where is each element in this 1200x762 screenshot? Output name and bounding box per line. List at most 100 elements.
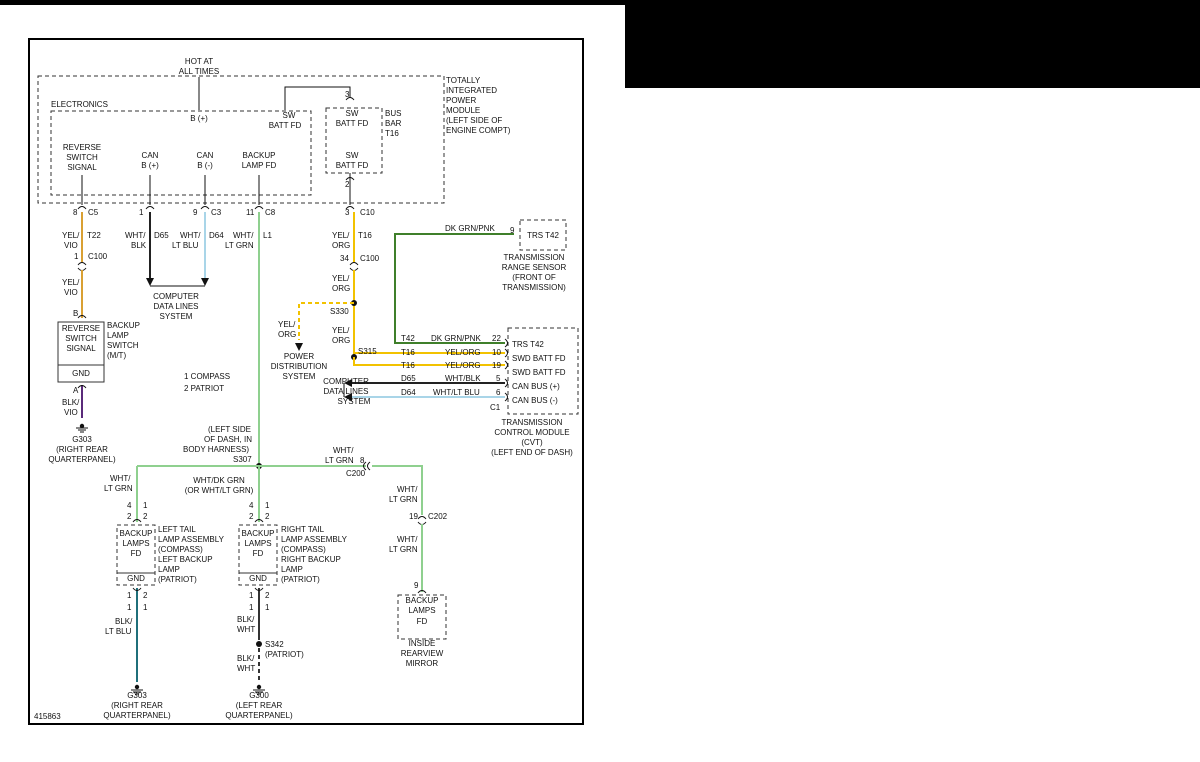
text-batt-fd: BATT FD [269, 121, 302, 130]
text-g303a2: QUARTERPANEL) [48, 455, 116, 464]
bus-bar-box [325, 107, 383, 174]
text-yelorg4-2: ORG [332, 336, 350, 345]
text-whtltgrn-m2: LT GRN [389, 495, 418, 504]
text-yelorg1: YEL/ [332, 231, 350, 240]
text-c10-pin: 3 [345, 208, 350, 217]
text-rev2: SWITCH [66, 153, 98, 162]
text-bus1: BUS [385, 109, 401, 118]
text-whtltgrn-r2: LT GRN [325, 456, 354, 465]
connector-c100-right [349, 262, 359, 271]
text-g300-1: (LEFT REAR [236, 701, 283, 710]
text-g303b: G303 [127, 691, 147, 700]
text-yelvio2: VIO [64, 241, 78, 250]
text-whtdkgrn1: WHT/DK GRN [193, 476, 245, 485]
ground-symbol-g303b [131, 689, 143, 695]
ground-dot [79, 423, 85, 429]
text-row5-pin: 6 [496, 388, 501, 397]
text-yelvio2-2: VIO [64, 288, 78, 297]
text-pin3-top: 3 [345, 90, 350, 99]
ground-symbol-g300 [253, 689, 265, 695]
text-c5: C5 [88, 208, 99, 217]
text-blkltblu1: BLK/ [115, 617, 133, 626]
text-rl-g1b: 1 [249, 603, 254, 612]
text-ll-p1: 1 [143, 501, 148, 510]
text-yelorg2-1: YEL/ [332, 274, 350, 283]
text-whtltgrn-l2: LT GRN [104, 484, 133, 493]
text-pin2-bus: 2 [345, 180, 350, 189]
text-mir-pin: 9 [414, 581, 419, 590]
text-s307: S307 [233, 455, 252, 464]
text-tcm1: TRANSMISSION [502, 418, 563, 427]
ground-dot [256, 684, 262, 690]
text-yelorg3-1: YEL/ [278, 320, 296, 329]
text-cdl1: COMPUTER [153, 292, 199, 301]
connector-c200 [363, 461, 371, 471]
wire-to-pds [298, 302, 354, 340]
text-c200: C200 [346, 469, 366, 478]
text-rla3: (COMPASS) [281, 545, 326, 554]
connector-mark [132, 519, 142, 523]
text-bls2: SWITCH [65, 334, 97, 343]
text-row5-color: WHT/LT BLU [433, 388, 480, 397]
text-yelvio2-1: YEL/ [62, 278, 80, 287]
text-trs2: RANGE SENSOR [502, 263, 567, 272]
text-ll-g2a: 2 [143, 591, 148, 600]
text-g303b1: (RIGHT REAR [111, 701, 163, 710]
text-whtltgrn-m1: WHT/ [397, 485, 418, 494]
text-rl-g2a: 2 [265, 591, 270, 600]
text-bus-sw2: SW [346, 151, 359, 160]
text-c8-pin: 11 [246, 208, 255, 217]
text-canm1: CAN [197, 151, 214, 160]
text-whtblk1: WHT/ [125, 231, 146, 240]
text-row4-pin: 5 [496, 374, 501, 383]
text-bus3: T16 [385, 129, 399, 138]
text-row5-name: CAN BUS (-) [512, 396, 558, 405]
text-rlbox1: BACKUP [242, 529, 275, 538]
text-s342-p: (PATRIOT) [265, 650, 304, 659]
text-mirl2: REARVIEW [401, 649, 444, 658]
text-row1-circ: T42 [401, 334, 415, 343]
text-bls-pin-a: A [73, 386, 79, 395]
text-lla3: (COMPASS) [158, 545, 203, 554]
text-ll-g1b: 1 [127, 603, 132, 612]
text-lla1: LEFT TAIL [158, 525, 196, 534]
text-trs1: TRANSMISSION [504, 253, 565, 262]
text-tipm3: POWER [446, 96, 476, 105]
text-blkltblu2: LT BLU [105, 627, 132, 636]
text-row1-pin: 22 [492, 334, 501, 343]
text-pds1: POWER [284, 352, 314, 361]
text-yelorg2: ORG [332, 241, 350, 250]
text-mir2: LAMPS [408, 606, 435, 615]
text-whtltblu1: WHT/ [180, 231, 201, 240]
arrow-pds [295, 343, 303, 351]
connector-mark [254, 206, 264, 210]
text-row1-color: DK GRN/PNK [431, 334, 481, 343]
text-blkwht2: WHT [237, 625, 255, 634]
ground-symbol-g303a [76, 427, 88, 433]
mirror-box [397, 594, 447, 640]
connector-mark [254, 587, 264, 591]
arrow-d65 [146, 278, 154, 286]
text-dkgrnpnk-top: DK GRN/PNK [445, 224, 495, 233]
text-blf1: BACKUP [243, 151, 276, 160]
text-rl-p2b: 2 [265, 512, 270, 521]
text-trs-t42: TRS T42 [527, 231, 559, 240]
electronics-box [50, 110, 312, 196]
text-lla2: LAMP ASSEMBLY [158, 535, 225, 544]
wire-t42 [394, 233, 514, 344]
text-yelorg4-1: YEL/ [332, 326, 350, 335]
text-fig-no: 415863 [34, 712, 61, 721]
arrow-d64-tcm [344, 393, 352, 401]
text-mir1: BACKUP [406, 596, 439, 605]
text-lla4: LEFT BACKUP [158, 555, 213, 564]
text-g303a1: (RIGHT REAR [56, 445, 108, 454]
text-row2-circ: T16 [401, 348, 415, 357]
text-row3-name: SWD BATT FD [512, 368, 566, 377]
text-c202: C202 [428, 512, 448, 521]
text-c100l-pin: 1 [74, 252, 79, 261]
text-t16a: T16 [358, 231, 372, 240]
text-blf2: LAMP FD [242, 161, 277, 170]
text-bus-fd1: BATT FD [336, 119, 369, 128]
sw-batt-line [284, 86, 351, 110]
